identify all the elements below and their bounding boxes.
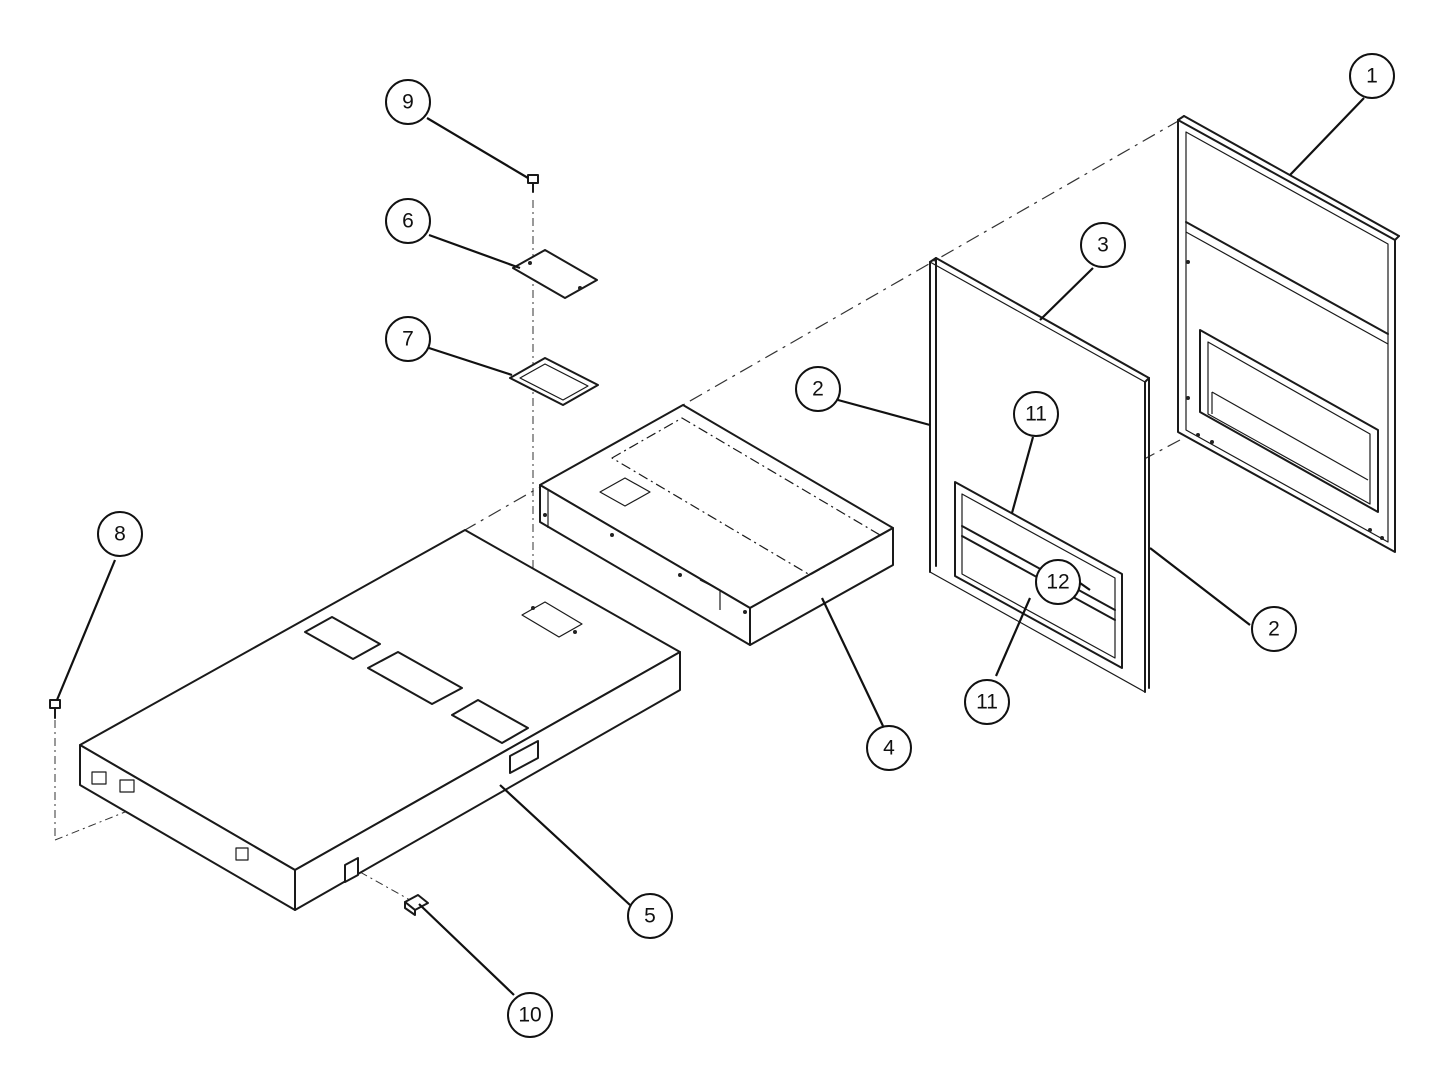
callout-2-left: 2 — [795, 366, 841, 412]
callout-1-label: 1 — [1366, 65, 1378, 88]
callout-3: 3 — [1080, 222, 1126, 268]
callout-12: 12 — [1035, 559, 1081, 605]
callout-10-label: 10 — [518, 1004, 541, 1027]
callout-2-right-label: 2 — [1268, 618, 1280, 641]
callout-10: 10 — [507, 992, 553, 1038]
callout-11-bottom-label: 11 — [976, 691, 998, 714]
part-4-upper-housing — [539, 404, 894, 646]
callout-2-right: 2 — [1251, 606, 1297, 652]
callout-7: 7 — [385, 316, 431, 362]
callout-1: 1 — [1349, 53, 1395, 99]
callout-8: 8 — [97, 511, 143, 557]
part-10-clip — [404, 894, 429, 916]
callouts: 1 2 2 3 4 5 6 7 8 9 10 1 — [97, 53, 1395, 1038]
part-1-rear-frame — [1177, 115, 1400, 553]
part-5-base-tray — [79, 529, 681, 911]
callout-12-label: 12 — [1046, 571, 1069, 594]
callout-6: 6 — [385, 198, 431, 244]
callout-5: 5 — [627, 893, 673, 939]
callout-9-label: 9 — [402, 91, 414, 114]
callout-11-bottom: 11 — [964, 679, 1010, 725]
callout-11-top-label: 11 — [1025, 403, 1047, 426]
alignment-lines — [54, 119, 1181, 901]
callout-5-label: 5 — [644, 905, 656, 928]
callout-3-label: 3 — [1097, 234, 1109, 257]
part-6-cover-plate — [512, 249, 598, 299]
leader-lines — [55, 97, 1365, 996]
part-7-gasket — [509, 357, 599, 406]
callout-6-label: 6 — [402, 210, 414, 233]
callout-9: 9 — [385, 79, 431, 125]
callout-8-label: 8 — [114, 523, 126, 546]
callout-7-label: 7 — [402, 328, 414, 351]
callout-4-label: 4 — [883, 737, 895, 760]
callout-11-top: 11 — [1013, 391, 1059, 437]
part-8-screw — [49, 699, 61, 719]
callout-4: 4 — [866, 725, 912, 771]
part-9-screw — [527, 174, 539, 193]
callout-2-left-label: 2 — [812, 378, 824, 401]
